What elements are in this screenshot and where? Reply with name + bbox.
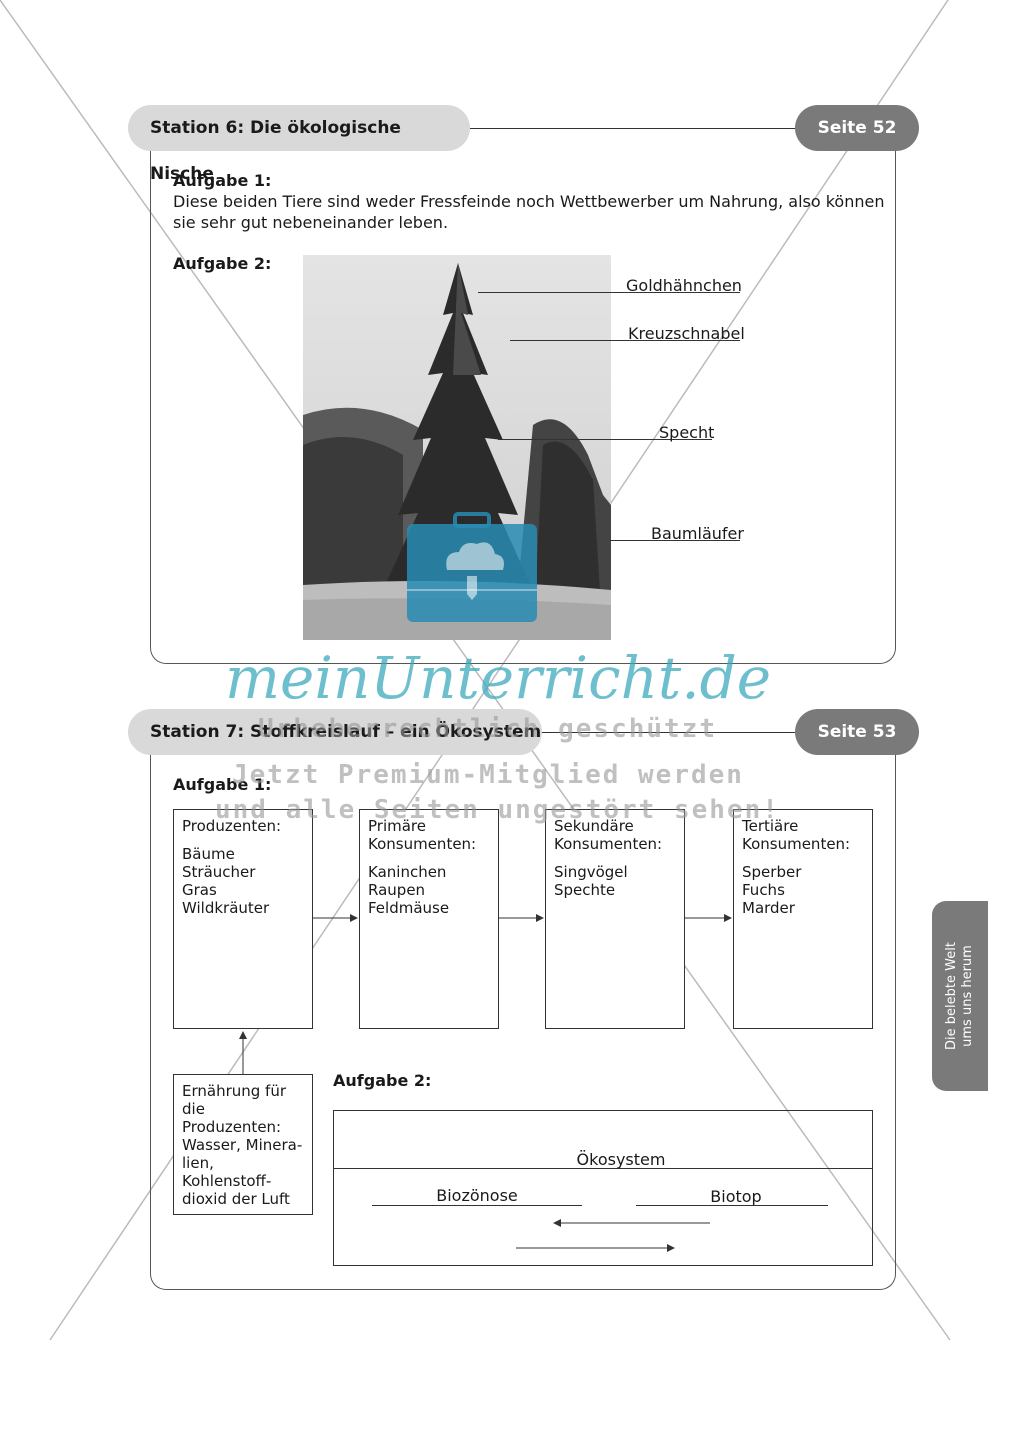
secondary-consumers-box: Sekundäre Konsumenten: Singvögel Spechte: [545, 809, 685, 1029]
station6-task1-heading: Aufgabe 1:: [173, 171, 272, 190]
list-item: Singvögel: [554, 863, 628, 881]
chapter-side-tab: Die belebte Welt ums uns herum: [932, 901, 988, 1091]
list-item: Sträucher: [182, 863, 256, 881]
list-item: Gras: [182, 881, 217, 899]
station6-page-number: Seite 52: [795, 105, 919, 151]
station6-header-line: [470, 128, 800, 129]
station7-page-number: Seite 53: [795, 709, 919, 755]
watermark-brand: meinUnterricht.de: [225, 644, 772, 712]
list-item: Kaninchen: [368, 863, 447, 881]
primary-consumers-label-1: Primäre: [368, 817, 426, 835]
biotop-label: Biotop: [710, 1187, 762, 1206]
station7-task2-heading: Aufgabe 2:: [333, 1071, 432, 1090]
list-item: Raupen: [368, 881, 426, 899]
label-specht: Specht: [659, 423, 715, 442]
station6-panel: [150, 128, 896, 664]
station6-task1-text-1: Diese beiden Tiere sind weder Fressfeind…: [173, 192, 885, 211]
primary-consumers-box: Primäre Konsumenten: Kaninchen Raupen Fe…: [359, 809, 499, 1029]
leader-specht: [498, 439, 712, 440]
ecosystem-title: Ökosystem: [576, 1150, 666, 1169]
biotop-line: [636, 1205, 828, 1206]
station6-task2-heading: Aufgabe 2:: [173, 254, 272, 273]
station7-panel: [150, 732, 896, 1290]
nutrition-line: die Produzenten:: [182, 1100, 282, 1136]
list-item: Feldmäuse: [368, 899, 450, 917]
list-item: Sperber: [742, 863, 802, 881]
side-tab-line1: Die belebte Welt: [944, 942, 959, 1050]
ecosystem-box: [333, 1110, 873, 1266]
station6-task1-text-2: sie sehr gut nebeneinander leben.: [173, 213, 449, 232]
leader-goldhaehnchen: [478, 292, 740, 293]
secondary-consumers-label-2: Konsumenten:: [554, 835, 663, 853]
nutrition-line: Ernährung für: [182, 1082, 287, 1100]
label-goldhaehnchen: Goldhähnchen: [626, 276, 742, 295]
leader-kreuzschnabel: [510, 340, 740, 341]
station6-title: Station 6: Die ökologische Nische: [128, 105, 470, 184]
producers-label: Produzenten:: [182, 817, 282, 835]
tertiary-consumers-label-1: Tertiäre: [742, 817, 799, 835]
watermark-line3: und alle Seiten ungestört sehen!: [215, 795, 780, 825]
watermark-line1: Urheberrechtlich geschützt: [258, 714, 717, 744]
tertiary-consumers-box: Tertiäre Konsumenten: Sperber Fuchs Mard…: [733, 809, 873, 1029]
leader-baumlaeufer: [610, 540, 740, 541]
briefcase-cloud-icon: [407, 512, 537, 622]
station7-title: Station 7: Stoffkreislauf – ein Ökosyste…: [128, 709, 542, 755]
list-item: Wildkräuter: [182, 899, 270, 917]
primary-consumers-label-2: Konsumenten:: [368, 835, 477, 853]
label-kreuzschnabel: Kreuzschnabel: [628, 324, 745, 343]
list-item: Marder: [742, 899, 795, 917]
ecosystem-divider: [333, 1168, 873, 1169]
nutrition-box: Ernährung für die Produzenten: Wasser, M…: [173, 1074, 313, 1215]
list-item: Fuchs: [742, 881, 785, 899]
nutrition-line: lien, Kohlenstoff-: [182, 1154, 272, 1190]
producers-box: Produzenten: Bäume Sträucher Gras Wildkr…: [173, 809, 313, 1029]
list-item: Spechte: [554, 881, 616, 899]
label-baumlaeufer: Baumläufer: [651, 524, 744, 543]
nutrition-line: Wasser, Minera-: [182, 1136, 303, 1154]
nutrition-line: dioxid der Luft: [182, 1190, 290, 1208]
station7-header-line: [540, 732, 800, 733]
biozoenose-line: [372, 1205, 582, 1206]
list-item: Bäume: [182, 845, 235, 863]
side-tab-line2: ums uns herum: [960, 945, 975, 1047]
tertiary-consumers-label-2: Konsumenten:: [742, 835, 851, 853]
biozoenose-label: Biozönose: [436, 1186, 518, 1205]
secondary-consumers-label-1: Sekundäre: [554, 817, 634, 835]
watermark-line2: Jetzt Premium-Mitglied werden: [232, 760, 744, 790]
station7-task1-heading: Aufgabe 1:: [173, 775, 272, 794]
